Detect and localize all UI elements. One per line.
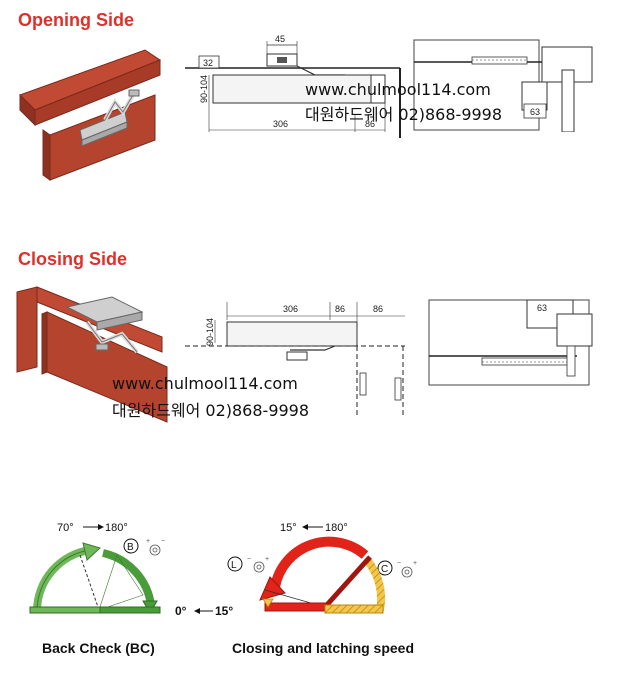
dim-32-label: 32 bbox=[203, 58, 213, 68]
cs-latch-from: 0° bbox=[175, 604, 187, 618]
watermark-company-bottom: 대원하드웨어 02)868-9998 bbox=[112, 401, 310, 420]
bc-badge-label: B bbox=[127, 542, 134, 553]
dim-306-label: 306 bbox=[273, 119, 288, 129]
opening-section-drawing: 63 bbox=[413, 39, 593, 132]
dim-63-label: 63 bbox=[530, 107, 540, 117]
adjust-screw-icon: − + bbox=[247, 556, 269, 573]
closing-speed-caption: Closing and latching speed bbox=[232, 640, 415, 656]
cs-closing-arc bbox=[270, 536, 369, 589]
bc-check-arc bbox=[102, 549, 155, 606]
back-check-caption: Back Check (BC) bbox=[42, 640, 155, 656]
closing-dim-306-label: 306 bbox=[283, 304, 298, 314]
closing-speed-diagram: 15° 180° L − + C − + 0° 15° bbox=[175, 522, 417, 618]
svg-text:−: − bbox=[161, 538, 165, 545]
closing-dim-86b-label: 86 bbox=[373, 304, 383, 314]
watermark-url-top: www.chulmool114.com bbox=[305, 80, 491, 99]
dim-45-label: 45 bbox=[275, 34, 285, 44]
cs-badge-l-label: L bbox=[231, 560, 237, 571]
cs-latch-to: 15° bbox=[215, 604, 233, 618]
watermark-url-bottom: www.chulmool114.com bbox=[112, 374, 298, 393]
svg-text:−: − bbox=[247, 556, 251, 563]
closing-dim-90-104-label: 90-104 bbox=[205, 318, 215, 346]
cs-range-to: 180° bbox=[325, 522, 348, 534]
cs-range-from: 15° bbox=[280, 522, 297, 534]
closing-section-drawing: 63 bbox=[428, 299, 593, 386]
cs-badge-c bbox=[377, 560, 393, 576]
cs-badge-l bbox=[227, 556, 243, 572]
closing-dim-63-label: 63 bbox=[537, 303, 547, 313]
opening-side-title: Opening Side bbox=[18, 10, 135, 30]
dim-86-label: 86 bbox=[365, 119, 375, 129]
closing-door-illustration bbox=[16, 286, 168, 423]
adjust-screw-icon: − + bbox=[397, 560, 417, 578]
svg-text:+: + bbox=[265, 556, 269, 563]
watermark-company-top: 대원하드웨어 02)868-9998 bbox=[305, 105, 503, 124]
dim-90-104-label: 90-104 bbox=[199, 75, 209, 103]
cs-badge-c-label: C bbox=[381, 564, 388, 575]
bc-range-to: 180° bbox=[105, 522, 128, 534]
closing-top-view-drawing: 306 86 86 90-104 bbox=[185, 302, 405, 416]
opening-door-illustration bbox=[19, 49, 162, 181]
closing-side-title: Closing Side bbox=[18, 249, 128, 269]
back-check-diagram: 70° 180° B + − bbox=[29, 522, 165, 614]
svg-text:+: + bbox=[146, 538, 150, 545]
closing-dim-86a-label: 86 bbox=[335, 304, 345, 314]
bc-badge bbox=[123, 538, 139, 554]
svg-text:−: − bbox=[397, 560, 401, 567]
opening-top-view-drawing: 45 32 90-104 306 86 bbox=[185, 34, 401, 138]
bc-range-from: 70° bbox=[57, 522, 74, 534]
svg-text:+: + bbox=[413, 560, 417, 567]
adjust-screw-icon: + − bbox=[146, 538, 165, 556]
